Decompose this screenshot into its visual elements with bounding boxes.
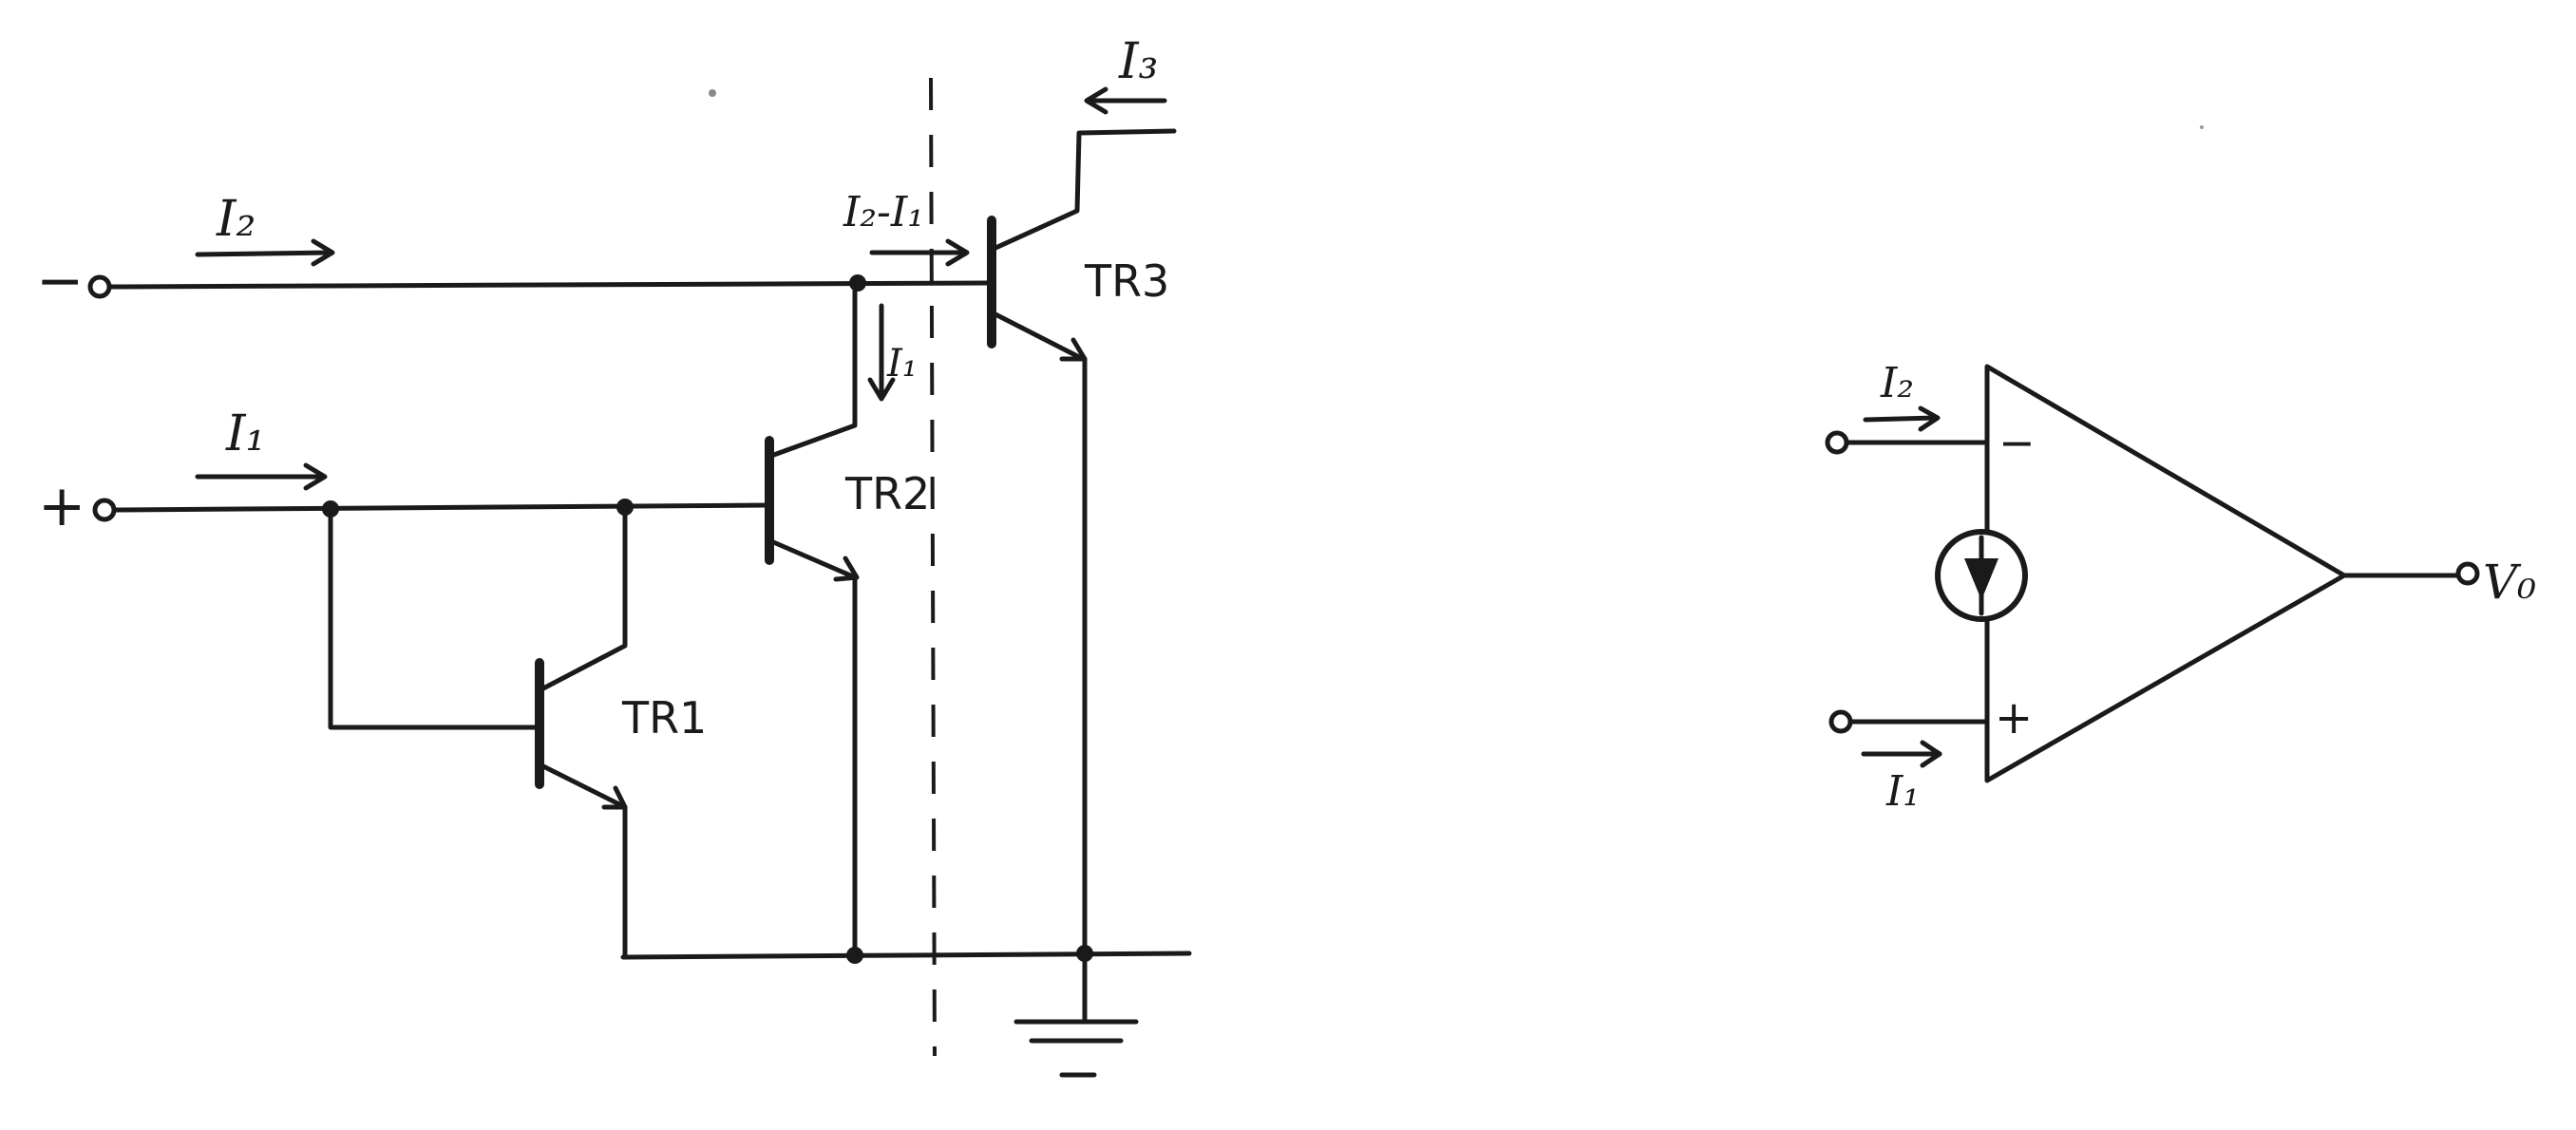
opamp-arrow-i1 <box>1861 740 1942 768</box>
transistor-tr3 <box>987 128 1177 956</box>
opamp-label-i2: I₂ <box>1880 359 1914 407</box>
tr3-emitter <box>991 311 1086 362</box>
scan-speck <box>2200 125 2204 129</box>
tr1-collector <box>539 502 628 692</box>
opamp-minus-sign: − <box>1998 417 2036 468</box>
opamp-plus-sign: + <box>1995 691 2033 744</box>
scan-speck <box>709 89 716 97</box>
opamp-output-terminal <box>2455 561 2480 586</box>
label-i2: I₂ <box>216 191 256 248</box>
label-i3: I₃ <box>1118 33 1158 90</box>
current-source-icon <box>1935 440 2028 725</box>
minus-sign: − <box>36 248 84 314</box>
current-arrow-i1 <box>195 462 328 491</box>
tr3-collector <box>991 128 1177 252</box>
transistor-tr1 <box>328 502 628 960</box>
transistor-tr2 <box>765 282 860 960</box>
tr1-base-wire <box>328 505 542 730</box>
opamp-label-i1: I₁ <box>1885 767 1920 816</box>
current-arrow-i1-branch <box>867 303 896 402</box>
dashed-divider <box>929 77 937 1057</box>
plus-input-terminal <box>92 498 117 522</box>
tr2-collector <box>768 282 858 459</box>
ground-bus <box>620 951 1192 960</box>
label-i1-branch: I₁ <box>886 342 918 386</box>
current-arrow-i2 <box>195 238 335 267</box>
junction-node <box>616 499 634 516</box>
label-tr2: TR2 <box>844 468 930 519</box>
label-tr1: TR1 <box>621 692 707 744</box>
label-tr3: TR3 <box>1084 255 1169 307</box>
label-i1: I₁ <box>225 405 265 462</box>
transistor-circuit: − + I₂ I₁ TR1 <box>36 33 1192 1078</box>
tr2-emitter <box>768 538 858 580</box>
current-arrow-i2-minus-i1 <box>869 238 970 267</box>
junction-node <box>849 274 866 292</box>
minus-input-wire <box>106 280 991 290</box>
opamp-plus-terminal <box>1828 709 1853 734</box>
opamp-arrow-i2 <box>1863 405 1941 432</box>
junction-node <box>322 500 339 518</box>
ground-symbol <box>1013 951 1139 1078</box>
current-arrow-i3 <box>1084 86 1167 115</box>
opamp-output-label: V₀ <box>2483 555 2536 610</box>
opamp-model: − + I₂ I₁ V₀ <box>1825 359 2536 816</box>
label-i2-minus-i1: I₂-I₁ <box>843 188 924 236</box>
tr1-emitter <box>539 763 628 810</box>
plus-sign: + <box>38 473 85 539</box>
opamp-triangle <box>1984 364 2347 783</box>
plus-input-wire <box>111 502 770 513</box>
junction-node <box>846 947 863 964</box>
opamp-minus-terminal <box>1825 430 1849 455</box>
minus-input-terminal <box>87 274 112 299</box>
